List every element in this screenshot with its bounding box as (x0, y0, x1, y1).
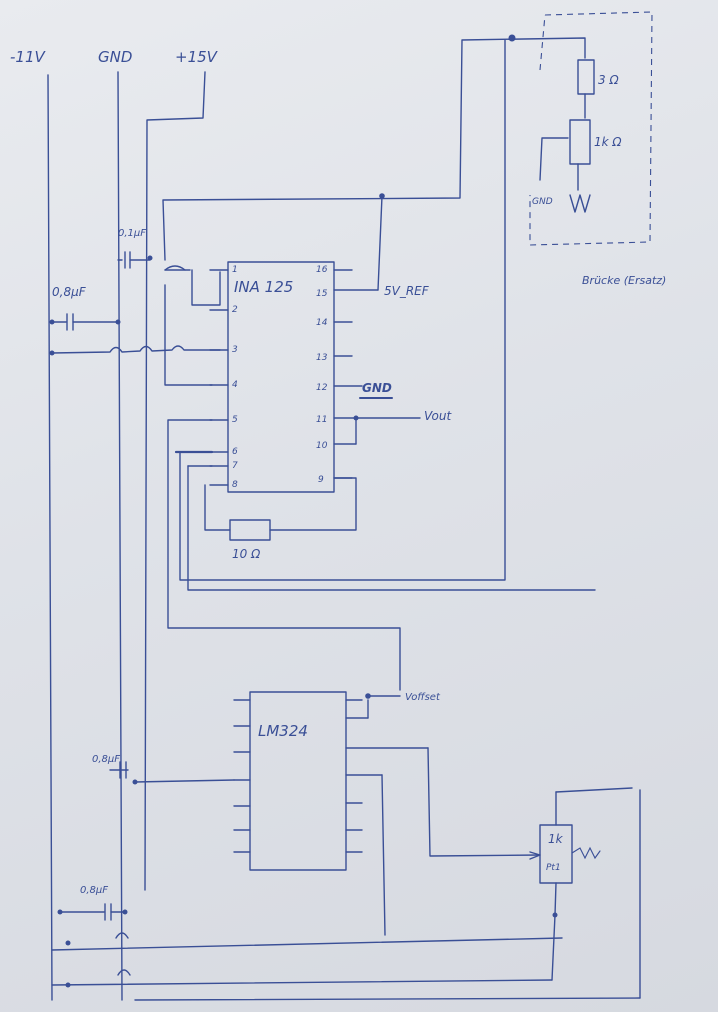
ina-pin-15: 15 (316, 289, 328, 299)
ina-pin-8: 8 (232, 480, 238, 490)
cap-08-low (57, 903, 128, 988)
cap-label-01: 0,1μF (118, 228, 146, 239)
ina-pin-1: 1 (232, 265, 238, 275)
ina-pin-11: 11 (316, 415, 327, 425)
bridge-box (529, 11, 653, 246)
ina125-chip (164, 39, 596, 691)
pt1000-sensor (539, 787, 633, 981)
cap-08-mid (109, 761, 129, 779)
labels: -11V GND +15V 0,1μF 0,8μF 0,8μF 0,8μF IN… (10, 48, 666, 896)
rail-label-gnd: GND (98, 48, 132, 66)
rail-label-pos: +15V (175, 48, 219, 66)
pt-label-2: Pt1 (546, 863, 561, 873)
ref-label: 5V_REF (384, 284, 430, 298)
ina-gnd-label: GND (362, 381, 392, 395)
cap-label-08-a: 0,8μF (52, 285, 87, 299)
resistor-10-label: 10 Ω (232, 547, 261, 561)
lm-name: LM324 (258, 722, 308, 740)
cap-label-08-c: 0,8μF (80, 885, 108, 896)
ina-pin-5: 5 (232, 415, 238, 425)
ina-pin-7: 7 (232, 461, 238, 471)
bridge-gnd-label: GND (532, 197, 553, 207)
ina-pin-12: 12 (316, 383, 328, 393)
input-line-pin3 (49, 345, 221, 356)
ina-pin-3: 3 (232, 345, 238, 355)
ina-pin-2: 2 (232, 305, 238, 315)
cap-01-pin1 (117, 251, 153, 269)
voffset-label: Voffset (405, 692, 441, 703)
ina-pin-10: 10 (316, 441, 328, 451)
vout-label: Vout (424, 409, 452, 423)
ina-pin-6: 6 (232, 447, 238, 457)
ina-pin-4: 4 (232, 380, 238, 390)
pt-label-1: 1k (548, 832, 564, 846)
ina-pin-13: 13 (316, 353, 328, 363)
cap-label-08-b: 0,8μF (92, 754, 120, 765)
ina-pin-16: 16 (316, 265, 328, 275)
rail-label-neg: -11V (10, 48, 46, 66)
ina-name: INA 125 (234, 278, 293, 296)
input-cap-08 (49, 313, 121, 331)
ina-pin-14: 14 (316, 318, 328, 328)
rail-wires (47, 71, 641, 1001)
lm324-chip (132, 691, 541, 936)
ina-pin-9: 9 (318, 475, 324, 485)
bridge-r2-label: 1k Ω (594, 135, 622, 149)
top-bridge-wire (162, 34, 586, 261)
bridge-r1-label: 3 Ω (598, 73, 619, 87)
bridge-caption: Brücke (Ersatz) (582, 274, 666, 287)
